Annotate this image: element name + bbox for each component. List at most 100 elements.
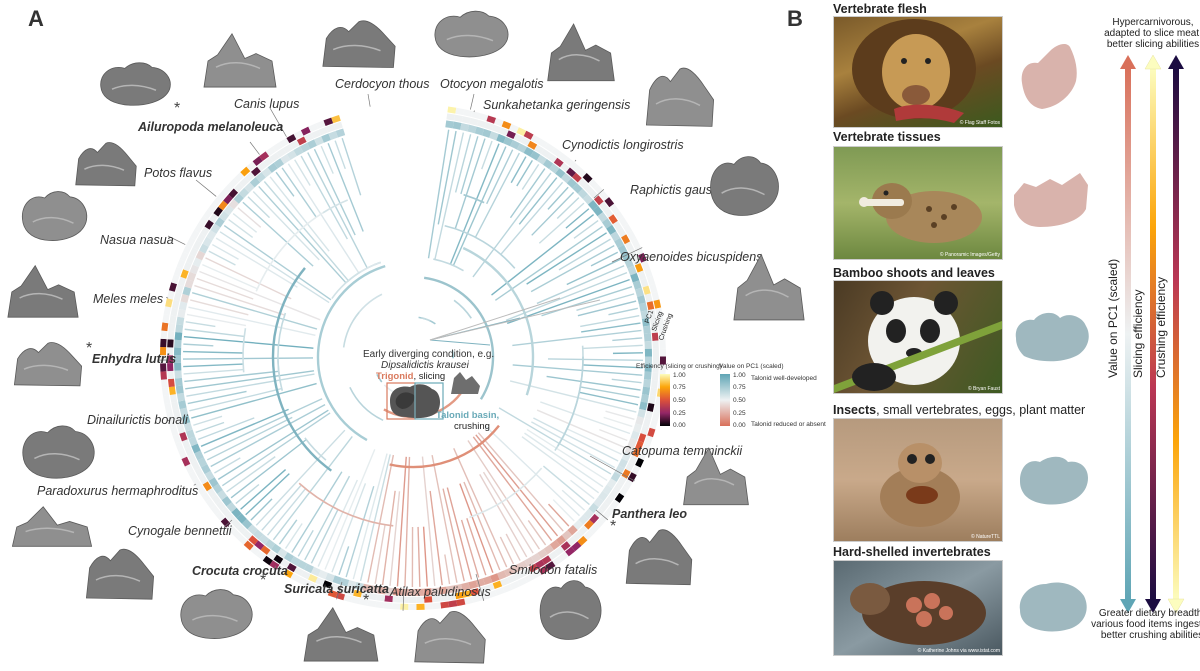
crushing-ring-cell <box>478 113 489 122</box>
tree-branch <box>521 163 540 190</box>
eff-tick-1: 0.75 <box>673 384 686 391</box>
tree-branch <box>466 518 487 576</box>
crushing-ring-cell <box>283 569 294 579</box>
pc1-ring-cell <box>177 309 186 318</box>
crushing-ring-cell <box>570 162 581 173</box>
crushing-arrow <box>1167 55 1185 614</box>
slicing-ring-cell <box>566 167 577 178</box>
photo-lion: © Flag Staff Fotos <box>833 16 1003 128</box>
credit-flesh: © Flag Staff Fotos <box>959 120 1000 126</box>
diet-tooth-insects <box>1020 456 1088 505</box>
tree-branch <box>367 454 395 583</box>
slicing-ring-cell <box>652 348 659 357</box>
species-label: Cynodictis longirostris <box>562 138 684 152</box>
tree-branch <box>558 238 611 271</box>
tree-branch <box>359 454 391 582</box>
tree-node-arc <box>277 360 284 391</box>
slicing-ring-cell <box>651 379 658 389</box>
pc1-ring-cell <box>181 414 191 425</box>
slicing-ring-cell <box>184 446 194 457</box>
crushing-ring-cell <box>201 491 211 502</box>
tree-branch <box>421 456 436 587</box>
bottom-note: Greater dietary breadth, various food it… <box>1067 608 1200 641</box>
slicing-ring-cell <box>266 550 277 560</box>
slicing-ring-cell <box>169 315 177 325</box>
tree-branch <box>459 483 494 573</box>
crushing-ring-cell <box>641 260 650 271</box>
pc1-ring-cell <box>523 146 534 157</box>
tree-node-arc <box>469 467 543 519</box>
slicing-axis-label: Slicing efficiency <box>1131 289 1145 379</box>
pc1-ring-cell <box>549 163 560 174</box>
pc1-ring-cell <box>201 464 211 475</box>
label-leader <box>336 581 343 600</box>
tree-branch <box>521 436 600 494</box>
pc1-ring-cell <box>174 377 183 387</box>
pc1-ring-cell <box>452 121 462 130</box>
pc1-ring-cell <box>445 120 454 129</box>
crushing-ring-cell <box>286 133 297 144</box>
slicing-ring-cell <box>206 488 217 498</box>
crushing-ring-cell <box>516 127 527 137</box>
tree-branch <box>599 428 628 442</box>
crushing-ring-cell <box>170 426 179 436</box>
pc1-ring-cell <box>283 552 294 563</box>
slicing-ring-cell <box>183 261 192 272</box>
pc1-ring-cell <box>267 162 278 173</box>
panda-illustration <box>834 291 1002 393</box>
tree-branch <box>533 417 619 462</box>
diet-title-invertebrates: Hard-shelled invertebrates <box>833 545 991 559</box>
pc1-ring-cell <box>578 514 589 525</box>
pc1-ring-cell <box>460 122 470 132</box>
crushing-ring-cell <box>589 524 599 535</box>
pc1-ring-cell <box>321 133 331 143</box>
crushing-ring-cell <box>605 506 615 517</box>
pc1-ring-cell <box>624 258 634 269</box>
crushing-ring-cell <box>300 126 311 136</box>
pc1-ring-cell <box>587 200 599 211</box>
slicing-ring-cell <box>648 395 656 405</box>
pc1-ring-cell <box>377 586 387 595</box>
slicing-ring-cell <box>645 410 653 420</box>
crushing-ring-cell <box>627 472 637 483</box>
tree-branch <box>460 519 480 578</box>
crushing-ring-cell <box>631 465 641 476</box>
slicing-ring-cell <box>174 416 183 427</box>
pc1-high-label: Talonid well-developed <box>751 375 817 382</box>
slicing-ring-cell <box>408 596 417 603</box>
tree-branch <box>300 155 348 240</box>
center-side-tooth <box>451 372 480 394</box>
slicing-ring-cell <box>491 124 502 133</box>
slicing-ring-cell <box>566 536 577 546</box>
credit-insects: © NatureTTL <box>971 534 1000 540</box>
pc1-ring-cell <box>597 212 608 223</box>
asterisk-enhydra: * <box>86 340 93 357</box>
tree-branch <box>215 237 298 288</box>
pc1-ring-cell <box>517 560 528 571</box>
crushing-ring-cell <box>448 600 458 608</box>
tree-branch <box>442 488 465 582</box>
tree-branch <box>612 337 643 342</box>
pc1-ring-cell <box>226 501 237 513</box>
slicing-ring-cell <box>650 324 658 334</box>
crushing-ring-cell <box>320 586 330 596</box>
tree-branch <box>232 213 258 233</box>
crushing-ring-cell <box>659 340 666 349</box>
pc1-ring-cell <box>174 347 182 356</box>
slicing-ring-cell <box>513 133 524 143</box>
pc1-ring-cell <box>468 580 478 590</box>
crushing-ring-cell <box>577 535 588 546</box>
tree-branch <box>219 231 330 304</box>
tree-branch <box>449 143 500 265</box>
pc1-ring-cell <box>423 588 432 596</box>
slicing-ring-cell <box>578 525 589 536</box>
diet-title-tissues-text: Vertebrate tissues <box>833 130 941 144</box>
tree-node-arc <box>342 311 360 348</box>
slicing-ring-cell <box>198 474 208 485</box>
crushing-ring-cell <box>205 498 216 509</box>
tree-branch <box>310 509 339 564</box>
tree-branch <box>188 306 316 337</box>
crushing-ring-cell <box>638 450 648 461</box>
slicing-ring-cell <box>179 431 188 442</box>
crushing-ring-cell <box>501 120 512 130</box>
